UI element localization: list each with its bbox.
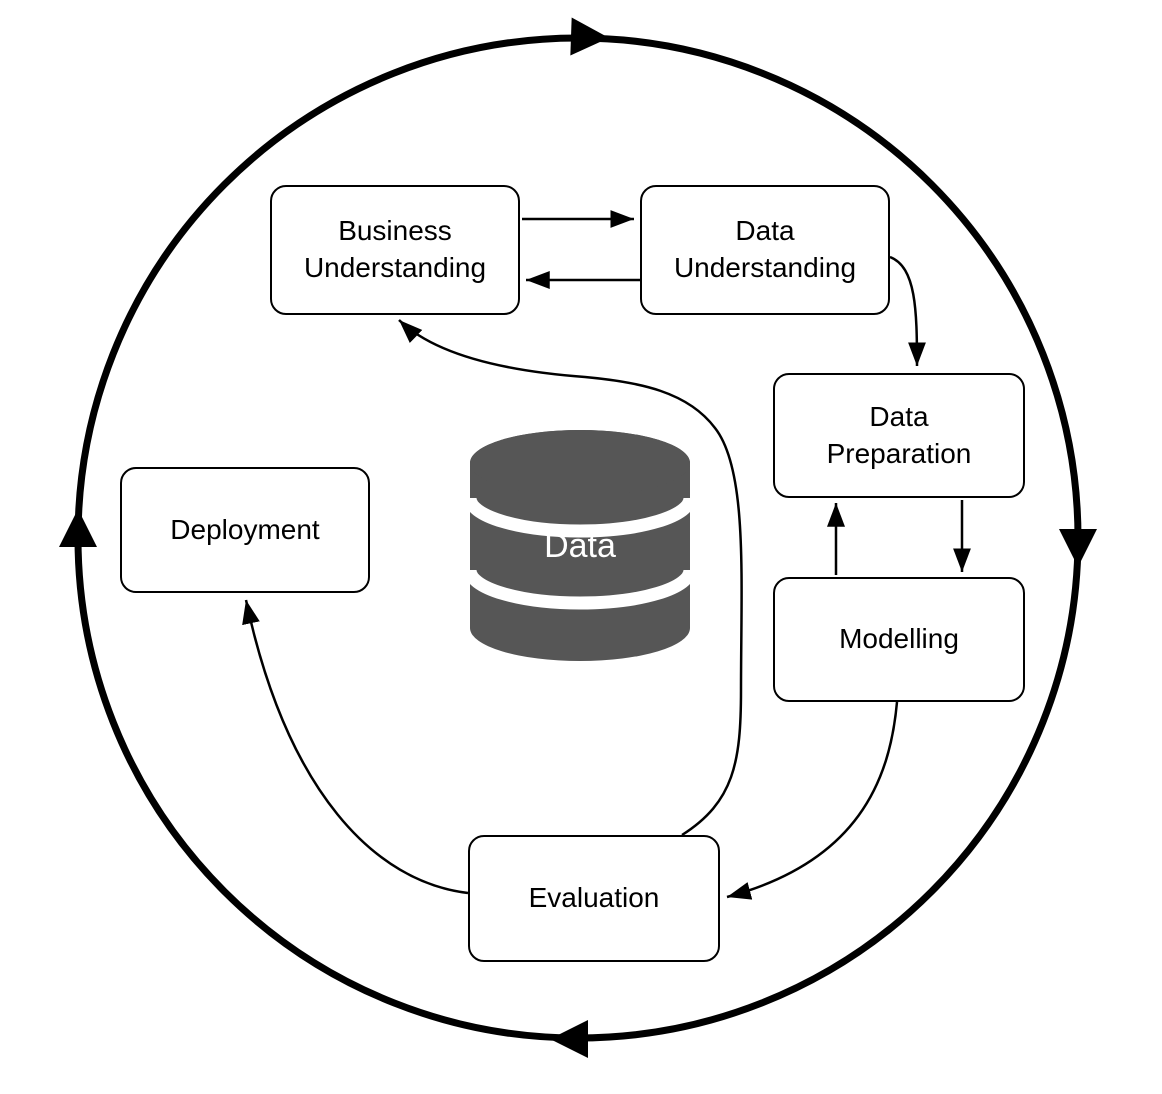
arrow-modelling-to-evaluation xyxy=(726,701,899,900)
cycle-arrow-top-icon xyxy=(570,17,609,56)
node-modelling-label: Modelling xyxy=(839,623,959,655)
arrow-evaluation-to-deployment xyxy=(242,599,469,895)
node-data-preparation-label: Data Preparation xyxy=(826,400,972,469)
node-business-understanding-label: Business Understanding xyxy=(303,215,487,283)
cycle-arrow-right-icon xyxy=(1059,529,1097,567)
cycle-arrow-bottom-icon xyxy=(550,1020,588,1058)
arrow-evaluation-to-business-understanding xyxy=(398,319,743,837)
node-evaluation-label: Evaluation xyxy=(528,882,660,914)
cycle-arrow-left-icon xyxy=(59,509,97,547)
node-data-understanding: Data Understanding xyxy=(640,185,890,315)
node-data-understanding-label: Data Understanding xyxy=(673,215,857,283)
database-icon xyxy=(463,430,697,661)
node-deployment-label: Deployment xyxy=(170,513,320,545)
arrow-data-understanding-to-data-preparation xyxy=(889,255,926,367)
node-evaluation: Evaluation xyxy=(468,835,720,962)
database-label: Data xyxy=(544,526,616,565)
node-data-preparation: Data Preparation xyxy=(773,373,1025,498)
node-business-understanding: Business Understanding xyxy=(270,185,520,315)
node-modelling: Modelling xyxy=(773,577,1025,702)
node-deployment: Deployment xyxy=(120,467,370,593)
